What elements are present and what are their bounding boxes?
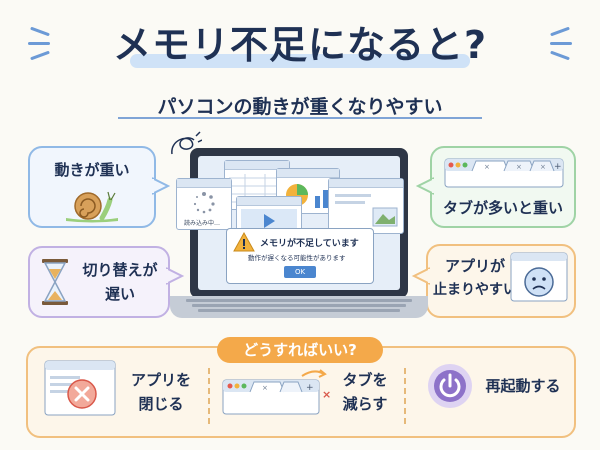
solution-close-line2: 閉じる <box>138 395 184 413</box>
power-icon[interactable] <box>426 362 474 410</box>
loading-spinner-icon <box>193 192 215 214</box>
warning-icon <box>233 232 255 252</box>
symptom-slow-text: 動きが重い <box>54 161 130 179</box>
svg-text:×: × <box>540 163 546 171</box>
snail-icon <box>66 191 118 223</box>
svg-text:+: + <box>306 383 314 393</box>
browser-tabs-icon: × × × + <box>444 158 564 188</box>
bubble-freeze-tail <box>411 267 430 285</box>
svg-text:×: × <box>322 388 331 401</box>
svg-text:×: × <box>262 384 268 392</box>
bubble-switch-tail <box>166 267 185 285</box>
solutions-heading: どうすればいい? <box>217 337 383 363</box>
reduce-tabs-icon[interactable]: × + × <box>222 366 334 416</box>
title-deco-right-2 <box>550 42 572 45</box>
symptom-tabs-text: タブが多いと重い <box>442 199 563 217</box>
solutions-divider-1 <box>208 368 210 424</box>
svg-text:×: × <box>484 163 490 171</box>
solutions-divider-2 <box>404 368 406 424</box>
window-loading <box>176 178 232 230</box>
symptom-freeze-line2: 止まりやすい <box>433 282 517 298</box>
loading-text: 読み込み中… <box>184 220 221 227</box>
bubble-switch <box>28 246 170 318</box>
dialog-title: メモリが不足しています <box>260 239 359 249</box>
solution-reduce-line1: タブを <box>342 371 388 389</box>
ok-button[interactable]: OK <box>284 266 316 278</box>
sad-face-icon <box>510 252 568 302</box>
svg-text:+: + <box>554 162 562 172</box>
symptom-switch-line1: 切り替えが <box>82 261 158 279</box>
bubble-tabs-tail <box>415 177 434 195</box>
dialog-message: 動作が遅くなる可能性があります <box>248 254 346 262</box>
keyboard <box>186 299 412 313</box>
title-highlight <box>130 54 470 68</box>
hourglass-icon <box>42 259 68 305</box>
page-title: メモリ不足になると? <box>112 23 488 67</box>
stress-scribble-icon <box>171 131 202 155</box>
title-deco-left-2 <box>28 42 50 45</box>
window-document <box>328 178 404 234</box>
svg-text:×: × <box>516 163 522 171</box>
symptom-freeze-line1: アプリが <box>444 257 505 275</box>
solution-reduce-line2: 減らす <box>342 395 388 413</box>
symptom-switch-line2: 遅い <box>104 285 135 303</box>
subtitle-underline <box>118 117 482 119</box>
subtitle: パソコンの動きが重くなりやすい <box>157 96 443 118</box>
solution-restart-text: 再起動する <box>485 377 561 395</box>
solution-close-line1: アプリを <box>130 371 191 389</box>
close-app-icon[interactable] <box>44 360 116 416</box>
bubble-slow-tail <box>152 177 171 195</box>
